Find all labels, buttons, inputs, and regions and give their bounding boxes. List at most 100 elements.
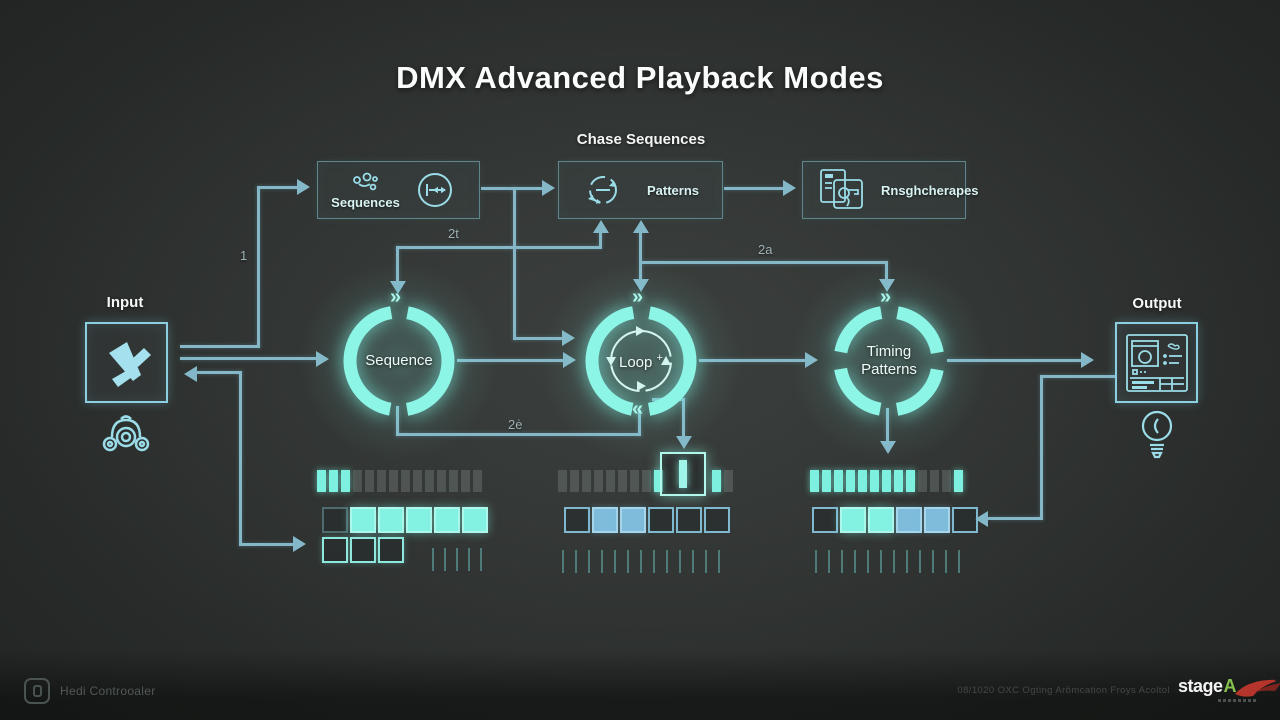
arrowhead-into-patterns-bottom [593, 220, 609, 233]
edge-to-left-squares [239, 543, 295, 546]
timeline-tick [880, 550, 882, 573]
arrowhead-into-sequence [316, 351, 329, 367]
step-square [322, 537, 348, 563]
input-box[interactable] [85, 322, 168, 403]
arrowhead-into-loop [563, 352, 576, 368]
edge-return-to-input [197, 371, 242, 374]
chevron-right-icon: » [880, 286, 892, 308]
arrowhead-into-triggers-box [783, 180, 796, 196]
step-bar [353, 470, 362, 492]
arrowhead-into-right-squares [975, 511, 988, 527]
step-bar [365, 470, 374, 492]
output-box[interactable] [1115, 322, 1198, 403]
edge-bottom-horizontal [396, 433, 641, 436]
crossed-beams-icon [97, 335, 157, 391]
edge-feedback-horizontal [396, 246, 602, 249]
edge-patterns-to-triggers [724, 187, 786, 190]
page-title: DMX Advanced Playback Modes [396, 60, 884, 95]
step-bar [329, 470, 338, 492]
timeline-tick [893, 550, 895, 573]
step-bar [930, 470, 939, 492]
step-bar [810, 470, 819, 492]
timeline-tick [666, 550, 668, 573]
timeline-tick [468, 548, 470, 571]
chevron-right-icon: » [632, 286, 644, 308]
step-bar [918, 470, 927, 492]
chase-sequences-label: Chase Sequences [576, 131, 706, 148]
step-square [350, 507, 376, 533]
timeline-tick [456, 548, 458, 571]
arrowhead-into-sequences [297, 179, 310, 195]
edge-output-back-vertical [1040, 375, 1043, 520]
step-bar [954, 470, 963, 492]
arrowhead-into-input [184, 366, 197, 382]
step-bar [473, 470, 482, 492]
arrowhead-into-timing [805, 352, 818, 368]
sequences-box[interactable]: Sequences [317, 161, 480, 219]
step-square [840, 507, 866, 533]
edge-loop-to-step-vertical [682, 398, 685, 438]
timeline-tick [906, 550, 908, 573]
edge-branch-right-vertical [885, 261, 888, 281]
timeline-tick [562, 550, 564, 573]
sequence-node-label: Sequence [365, 352, 433, 369]
footer-fine-print: 08/1020 OXC Ogting Arōmcation Froys Acol… [957, 685, 1170, 696]
step-bar [570, 470, 579, 492]
step-bar [389, 470, 398, 492]
loop-node-label: Loop + [581, 352, 701, 371]
chevron-left-icon: « [632, 398, 644, 420]
sequence-node-ring[interactable] [337, 299, 461, 423]
step-bar [618, 470, 627, 492]
edge-input-down-vertical [239, 371, 242, 546]
arrowhead-onto-timing-node [879, 279, 895, 292]
patterns-box[interactable]: Patterns [558, 161, 723, 219]
molecule-icon [350, 171, 382, 195]
sequences-box-content: Sequences [318, 171, 413, 210]
arrowhead-into-patterns-box [542, 180, 555, 196]
step-bar [894, 470, 903, 492]
timing-node-glow [784, 256, 994, 466]
fixture-icon [98, 407, 154, 453]
step-bar [642, 470, 651, 492]
loop-node-ring[interactable] [579, 299, 703, 423]
current-step-box[interactable] [660, 452, 706, 496]
timing-node-ring[interactable] [827, 299, 951, 423]
sequences-box-label: Sequences [331, 194, 400, 210]
timing-step-squares [812, 507, 978, 533]
sequence-step-squares [322, 507, 488, 533]
timeline-tick [958, 550, 960, 573]
timeline-tick [718, 550, 720, 573]
step-square [378, 537, 404, 563]
chevron-right-icon: » [390, 286, 402, 308]
edge-bottom-right-vertical [638, 410, 641, 436]
edge-feedback-right-vertical [599, 231, 602, 247]
cycle-arrows-icon [581, 168, 625, 212]
edge-branch-down-vertical [513, 187, 516, 340]
edge-loop-patterns-vertical [639, 231, 642, 281]
step-bar [712, 470, 721, 492]
current-step-bar [679, 460, 687, 488]
arrowhead-onto-right-bars [880, 441, 896, 454]
edge-label-2a: 2a [758, 242, 773, 257]
stage-logo-accent: A [1223, 676, 1237, 696]
windows-key-icon [817, 167, 869, 213]
step-bar [413, 470, 422, 492]
stage-logo-tagline [1218, 699, 1256, 702]
step-bar [654, 470, 663, 492]
edge-input-to-sequence [180, 357, 318, 360]
step-square [648, 507, 674, 533]
footer-brand-text: Hedi Controoaler [60, 684, 156, 698]
timeline-tick [692, 550, 694, 573]
edge-bottom-left-vertical [396, 406, 399, 436]
edge-label-2e: 2ė [508, 417, 523, 432]
edge-branch-right-horizontal [641, 261, 888, 264]
step-bar [582, 470, 591, 492]
timing-node-label: Timing Patterns [829, 343, 949, 379]
sequence-node-glow [294, 256, 504, 466]
triggers-box[interactable]: Rnsghcherapes [802, 161, 979, 219]
timeline-tick [432, 548, 434, 571]
timing-node-line2: Patterns [861, 361, 917, 378]
timing-node-line1: Timing [866, 343, 912, 360]
timeline-tick [444, 548, 446, 571]
